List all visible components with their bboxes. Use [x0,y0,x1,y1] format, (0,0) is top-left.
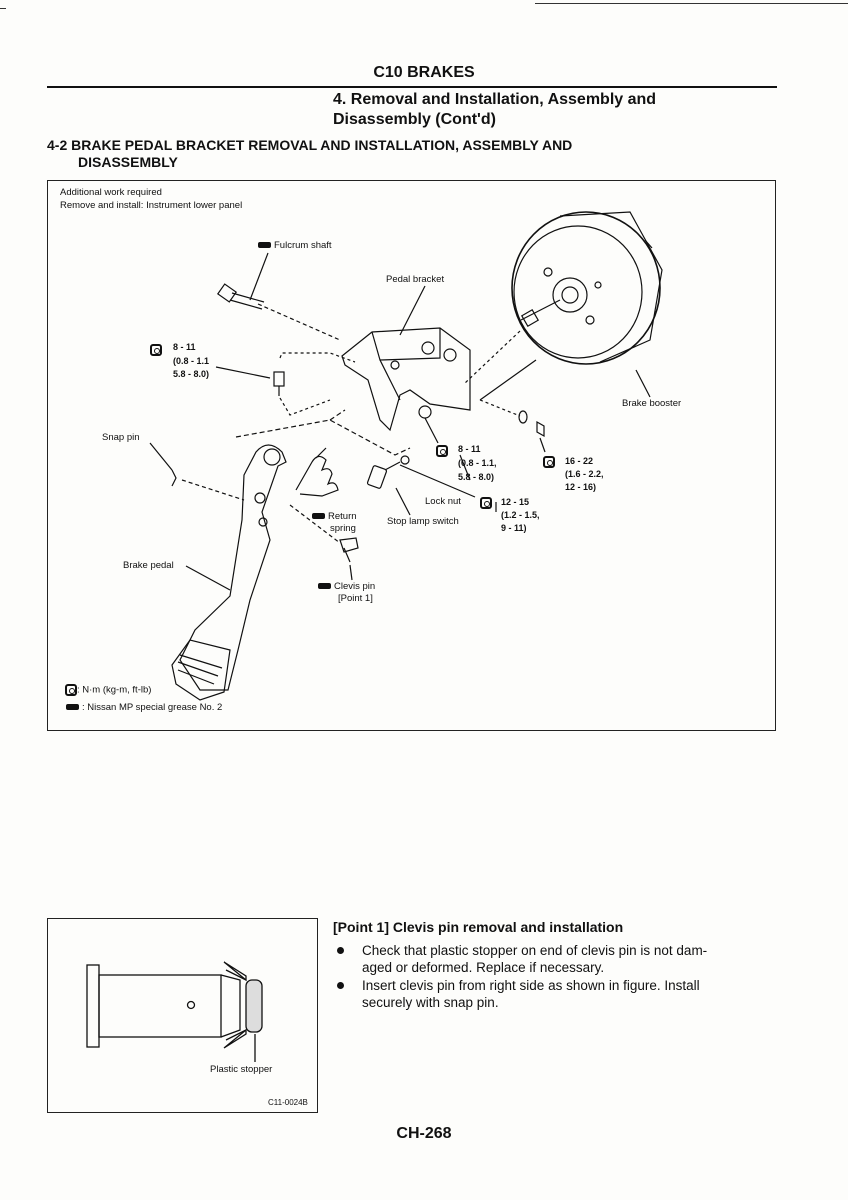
label-snap-pin: Snap pin [102,432,140,443]
brake-pedal-drawing [171,444,287,701]
bullet-dot-icon [337,947,344,954]
bullet-1-line1: Check that plastic stopper on end of cle… [362,943,708,958]
section-title-line1: 4. Removal and Installation, Assembly an… [333,91,657,108]
label-brake-booster: Brake booster [622,398,682,409]
pedal-bracket-drawing [341,327,471,432]
header-rule [47,86,777,88]
subsection-title-line2: DISASSEMBLY [78,154,178,170]
bullet-2-line1: Insert clevis pin from right side as sho… [362,978,700,993]
torque-a-line1: 8 - 11 [173,342,196,352]
label-plastic-stopper: Plastic stopper [210,1064,273,1075]
torque-icon [480,496,492,509]
bracket-bolt-drawing [273,371,285,396]
point1-bullet-1: Check that plastic stopper on end of cle… [337,942,777,976]
label-return-spring-line2: spring [330,523,356,534]
torque-c-line1: 16 - 22 [565,456,594,466]
label-fulcrum-shaft: Fulcrum shaft [258,240,332,251]
torque-c-line3: 12 - 16) [565,482,597,492]
subsection-title-line1: 4-2 BRAKE PEDAL BRACKET REMOVAL AND INST… [47,137,573,153]
torque-a-line3: 5.8 - 8.0) [173,369,210,379]
stop-lamp-switch-drawing [366,455,410,489]
bullet-dot-icon [337,982,344,989]
label-clevis-point: [Point 1] [338,593,373,604]
bullet-2-line2: securely with snap pin. [362,995,499,1010]
label-brake-pedal: Brake pedal [123,560,174,571]
figure-note-line1: Additional work required [60,187,162,198]
page-number: CH-268 [396,1125,452,1142]
torque-spec-c [543,453,555,471]
torque-spec-b [436,442,448,460]
point1-bullet-2: Insert clevis pin from right side as sho… [337,977,777,1011]
label-clevis-pin: Clevis pin [318,581,375,592]
torque-d-line3: 9 - 11) [501,523,527,533]
subsection-title: 4-2 BRAKE PEDAL BRACKET REMOVAL AND INST… [47,137,747,171]
edge-tick [0,8,6,9]
chapter-title: C10 BRAKES [373,64,475,81]
exploded-view-figure [47,180,776,731]
torque-c-line2: (1.6 - 2.2, [565,469,604,479]
point1-title: [Point 1] Clevis pin removal and install… [333,919,624,935]
figure-note-line2: Remove and install: Instrument lower pan… [60,200,243,211]
section-title: 4. Removal and Installation, Assembly an… [333,90,753,130]
torque-spec-d [480,494,492,512]
torque-icon [150,343,162,356]
torque-icon [436,444,448,457]
clevis-pin-figure [47,918,318,1113]
label-lock-nut: Lock nut [425,496,461,507]
torque-b-line3: 5.8 - 8.0) [458,472,495,482]
fulcrum-shaft-drawing [216,283,341,341]
figure-code: C11-0024B [268,1098,308,1107]
label-return-spring: Return [312,511,357,522]
grease-icon [66,704,79,711]
torque-b-line2: (0.8 - 1.1, [458,458,497,468]
label-stop-lamp-switch: Stop lamp switch [387,516,459,527]
label-pedal-bracket: Pedal bracket [386,274,445,285]
torque-d-line2: (1.2 - 1.5, [501,510,540,520]
brake-booster-drawing [511,211,663,365]
clevis-pin-drawing [339,537,359,563]
torque-a-line2: (0.8 - 1.1 [173,356,210,366]
torque-icon [65,684,77,696]
grease-icon [258,242,271,249]
torque-spec-a [150,341,162,359]
top-rule [535,3,848,4]
legend-torque: : N·m (kg-m, ft-lb) [65,684,151,696]
grease-icon [318,583,331,590]
torque-icon [543,455,555,468]
torque-b-line1: 8 - 11 [458,444,481,454]
legend-grease: : Nissan MP special grease No. 2 [66,702,222,713]
grease-icon [312,513,325,520]
torque-d-line1: 12 - 15 [501,497,530,507]
return-spring-drawing [295,447,339,497]
section-title-line2: Disassembly (Cont'd) [333,111,496,128]
bullet-1-line2: aged or deformed. Replace if necessary. [362,960,605,975]
